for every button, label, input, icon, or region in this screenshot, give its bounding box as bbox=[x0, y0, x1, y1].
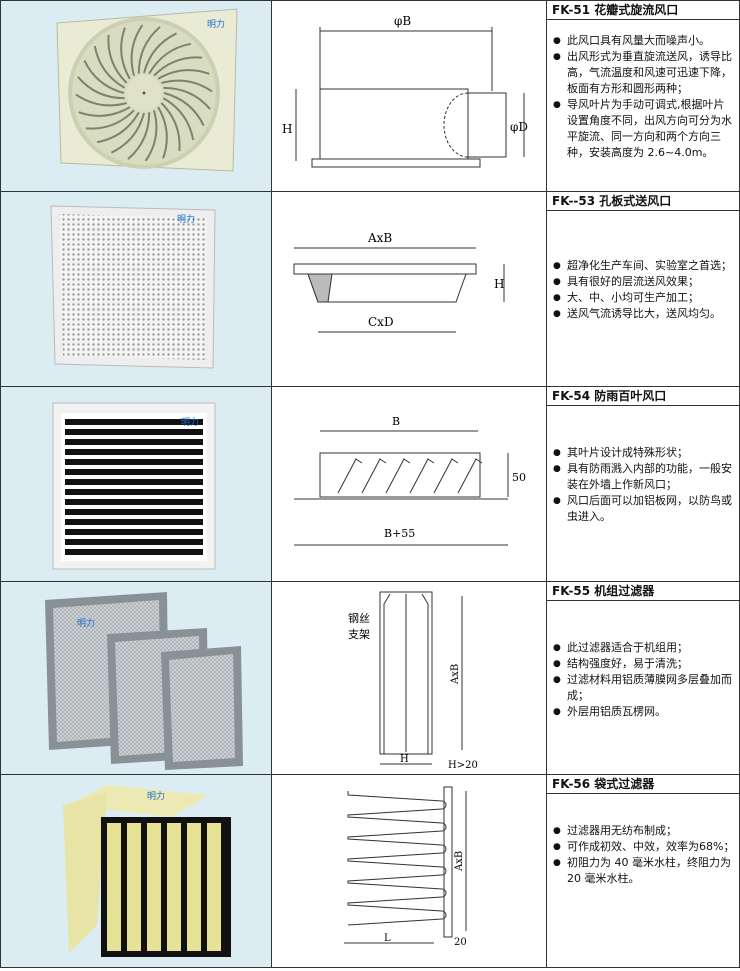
dim-b55: B+55 bbox=[384, 527, 415, 540]
feature-item: 送风气流诱导比大，送风均匀。 bbox=[553, 306, 735, 322]
feature-item: 过滤器用无纺布制成； bbox=[553, 823, 735, 839]
dim-axb: AxB bbox=[367, 231, 392, 245]
dim-h: H bbox=[400, 754, 409, 765]
louver-image bbox=[52, 402, 216, 570]
feature-item: 出风形式为垂直旋流送风，诱导比高，气流温度和风速可迅速下降，板面有方形和圆形两种… bbox=[553, 49, 735, 97]
dim-l: L bbox=[384, 933, 391, 944]
product-photo-fk56: 明力 bbox=[1, 775, 272, 967]
brand-logo: 明力 bbox=[207, 20, 226, 30]
feature-item: 具有很好的层流送风效果； bbox=[553, 274, 735, 290]
product-title: FK--53 孔板式送风口 bbox=[547, 192, 739, 211]
perforated-plate-image bbox=[50, 205, 216, 369]
drawing-fk54: B 50 B+55 bbox=[272, 387, 547, 581]
label-steel-wire: 钢丝 bbox=[348, 612, 370, 625]
product-row-fk53: 明力 AxB H CxD FK--53 孔板式送风口 超净化生产车间、实验室之首… bbox=[1, 192, 739, 387]
brand-logo: 明力 bbox=[177, 215, 196, 225]
dim-axb: AxB bbox=[454, 851, 465, 872]
drawing-fk53: AxB H CxD bbox=[272, 192, 547, 386]
feature-item: 导风叶片为手动可调式,根据叶片设置角度不同，出风方向可分为水平旋流、同一方向和两… bbox=[553, 97, 735, 161]
desc-fk53: FK--53 孔板式送风口 超净化生产车间、实验室之首选； 具有很好的层流送风效… bbox=[547, 192, 739, 386]
product-row-fk51: 明力 φB H φD FK-51 花瓣式旋流风口 此风口具有风量大而噪声小。 bbox=[1, 1, 739, 192]
product-photo-fk53: 明力 bbox=[1, 192, 272, 386]
feature-list: 过滤器用无纺布制成； 可作成初效、中效，效率为68%； 初阻力为 40 毫米水柱… bbox=[553, 823, 735, 887]
dim-b: B bbox=[392, 415, 400, 428]
fk51-dimension-drawing: φB H φD bbox=[282, 14, 528, 168]
dim-h: H bbox=[282, 122, 292, 136]
brand-logo: 明力 bbox=[77, 619, 96, 629]
fk56-dimension-drawing: AxB L 20 bbox=[344, 786, 467, 948]
feature-item: 具有防雨溅入内部的功能，一般安装在外墙上作新风口； bbox=[553, 461, 735, 493]
product-row-fk56: 明力 AxB L 20 FK-56 袋式过滤器 过滤器用无纺布制成； 可作成初效… bbox=[1, 775, 739, 967]
brand-logo: 明力 bbox=[147, 792, 166, 802]
fk54-dimension-drawing: B 50 B+55 bbox=[294, 415, 526, 546]
product-photo-fk55: 明力 bbox=[1, 582, 272, 774]
feature-item: 风口后面可以加铝板网，以防鸟或虫进入。 bbox=[553, 493, 735, 525]
desc-fk54: FK-54 防雨百叶风口 其叶片设计成特殊形状； 具有防雨溅入内部的功能，一般安… bbox=[547, 387, 739, 581]
dim-50: 50 bbox=[512, 471, 526, 484]
brand-logo: 明力 bbox=[181, 418, 200, 428]
fk53-dimension-drawing: AxB H CxD bbox=[293, 231, 505, 333]
product-title: FK-56 袋式过滤器 bbox=[547, 775, 739, 794]
product-row-fk55: 明力 钢丝 支架 AxB H H>20 FK-55 机组过滤器 此过滤器适合于机… bbox=[1, 582, 739, 775]
product-title: FK-55 机组过滤器 bbox=[547, 582, 739, 601]
product-row-fk54: 明力 B 50 B+55 FK-54 防雨百叶风口 其叶片设计成特殊形状； 具有… bbox=[1, 387, 739, 582]
label-support: 支架 bbox=[348, 628, 370, 641]
feature-list: 其叶片设计成特殊形状； 具有防雨溅入内部的功能，一般安装在外墙上作新风口； 风口… bbox=[553, 445, 735, 525]
panel-filter-image bbox=[45, 592, 243, 770]
drawing-fk51: φB H φD bbox=[272, 1, 547, 191]
dim-cxd: CxD bbox=[368, 315, 394, 329]
feature-item: 大、中、小均可生产加工； bbox=[553, 290, 735, 306]
feature-item: 此过滤器适合于机组用； bbox=[553, 640, 735, 656]
dim-axb: AxB bbox=[450, 664, 461, 685]
fk55-dimension-drawing: 钢丝 支架 AxB H H>20 bbox=[348, 591, 478, 771]
product-title: FK-54 防雨百叶风口 bbox=[547, 387, 739, 406]
feature-item: 初阻力为 40 毫米水柱，终阻力为 20 毫米水柱。 bbox=[553, 855, 735, 887]
feature-list: 此风口具有风量大而噪声小。 出风形式为垂直旋流送风，诱导比高，气流温度和风速可迅… bbox=[553, 33, 735, 161]
dim-20: 20 bbox=[454, 937, 467, 948]
product-photo-fk51: 明力 bbox=[1, 1, 272, 191]
feature-item: 其叶片设计成特殊形状； bbox=[553, 445, 735, 461]
feature-item: 此风口具有风量大而噪声小。 bbox=[553, 33, 735, 49]
feature-item: 结构强度好，易于清洗； bbox=[553, 656, 735, 672]
drawing-fk55: 钢丝 支架 AxB H H>20 bbox=[272, 582, 547, 774]
feature-item: 过滤材料用铝质薄膜网多层叠加而成； bbox=[553, 672, 735, 704]
dim-h-gt20: H>20 bbox=[448, 760, 478, 771]
feature-list: 超净化生产车间、实验室之首选； 具有很好的层流送风效果； 大、中、小均可生产加工… bbox=[553, 258, 735, 322]
feature-item: 外层用铝质瓦楞网。 bbox=[553, 704, 735, 720]
dim-h: H bbox=[494, 277, 504, 291]
bag-filter-image bbox=[63, 785, 231, 957]
desc-fk56: FK-56 袋式过滤器 过滤器用无纺布制成； 可作成初效、中效，效率为68%； … bbox=[547, 775, 739, 967]
dim-phi-d: φD bbox=[510, 120, 528, 134]
product-title: FK-51 花瓣式旋流风口 bbox=[547, 1, 739, 20]
dim-phi-b: φB bbox=[394, 14, 411, 28]
product-photo-fk54: 明力 bbox=[1, 387, 272, 581]
feature-list: 此过滤器适合于机组用； 结构强度好，易于清洗； 过滤材料用铝质薄膜网多层叠加而成… bbox=[553, 640, 735, 720]
feature-item: 超净化生产车间、实验室之首选； bbox=[553, 258, 735, 274]
desc-fk51: FK-51 花瓣式旋流风口 此风口具有风量大而噪声小。 出风形式为垂直旋流送风，… bbox=[547, 1, 739, 191]
swirl-diffuser-image bbox=[56, 8, 238, 172]
desc-fk55: FK-55 机组过滤器 此过滤器适合于机组用； 结构强度好，易于清洗； 过滤材料… bbox=[547, 582, 739, 774]
feature-item: 可作成初效、中效，效率为68%； bbox=[553, 839, 735, 855]
drawing-fk56: AxB L 20 bbox=[272, 775, 547, 967]
